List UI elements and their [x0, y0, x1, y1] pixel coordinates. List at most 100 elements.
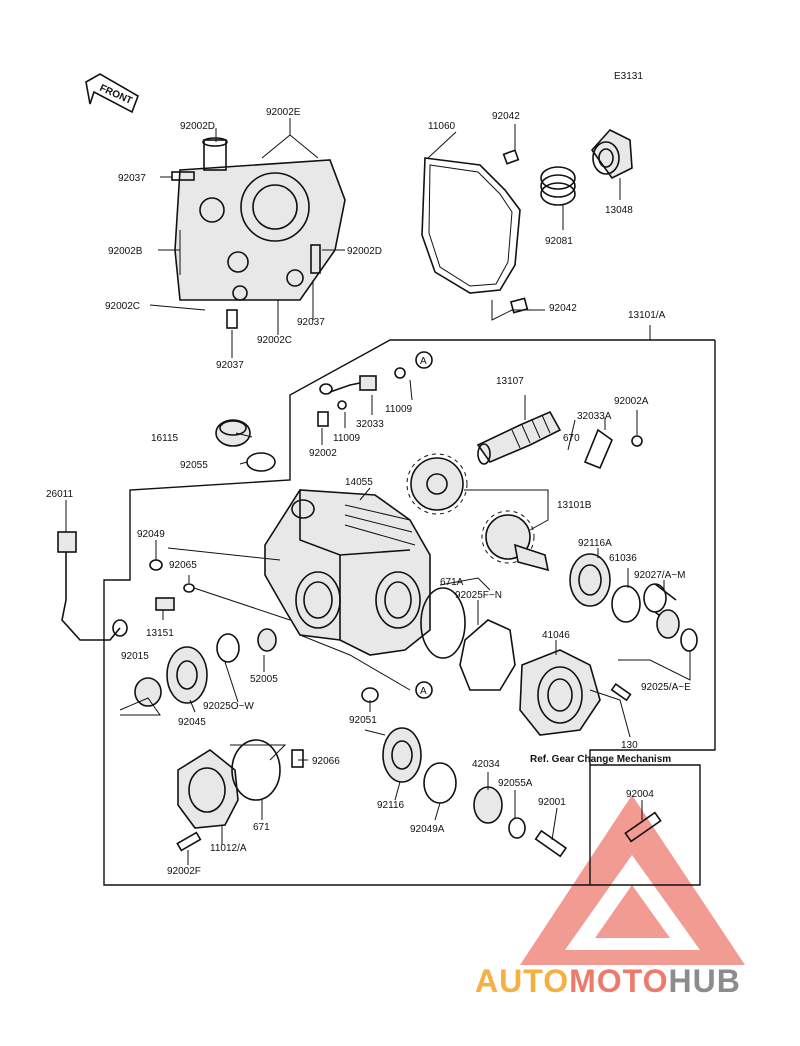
bearing-inner: [391, 740, 413, 770]
bearing-part: [569, 553, 611, 607]
svg-text:AUTOMOTOHUB: AUTOMOTOHUB: [475, 963, 741, 999]
gasket-ring-part: [420, 587, 466, 659]
watermark-auto: AUTO: [475, 963, 569, 999]
nut-part: [257, 628, 277, 652]
part-label: 16115: [151, 433, 179, 444]
part-label: 92001: [538, 797, 566, 808]
seal-part: [134, 677, 162, 707]
leader-lines: [65, 118, 691, 865]
part-label: 92002D: [180, 121, 215, 132]
part-label: 92002B: [108, 246, 143, 257]
part-label: 92049A: [410, 824, 445, 835]
bearing-part: [382, 727, 422, 783]
part-label: 92002C: [257, 335, 292, 346]
part-label: 92004: [626, 789, 654, 800]
bearing-inner: [176, 660, 198, 690]
bevel-gear-part: [481, 510, 550, 572]
part-label: 92015: [121, 651, 149, 662]
bearing-inner: [578, 564, 602, 596]
sensor-bracket-part: [317, 367, 406, 427]
shim-part: [611, 585, 641, 623]
bolt-part: [610, 683, 632, 702]
shim-part: [680, 628, 698, 652]
part-label: 92025/A~E: [641, 682, 691, 693]
part-label: 92037: [216, 360, 244, 371]
crankcase-cover-part: [171, 137, 346, 329]
part-label: 671: [253, 822, 270, 833]
shift-lever-part: [583, 428, 613, 470]
part-label: 42034: [472, 759, 500, 770]
part-label: 92002: [309, 448, 337, 459]
bearing-part: [473, 786, 503, 824]
part-label: 92042: [549, 303, 577, 314]
washer-part: [183, 583, 195, 593]
reference-mark-a-label: A: [420, 356, 427, 367]
part-label: 13101B: [557, 500, 592, 511]
final-gear-case-part: [519, 649, 601, 736]
assembly-frame: [103, 339, 716, 886]
part-label: 41046: [542, 630, 570, 641]
part-label: 13151: [146, 628, 174, 639]
cover-part: [177, 749, 239, 829]
bolt-part: [534, 829, 568, 858]
bolt-head-part: [149, 559, 163, 571]
switch-part: [155, 597, 175, 611]
reference-mark-a-label: A: [420, 686, 427, 697]
shim-part: [216, 633, 240, 663]
part-label: 92066: [312, 756, 340, 767]
part-label: 92065: [169, 560, 197, 571]
part-label: 13107: [496, 376, 524, 387]
part-label: 13101/A: [628, 310, 666, 321]
seal-part: [423, 762, 457, 804]
part-labels: 92002E 92002D 92037 92002B 92002D 92002C…: [46, 107, 691, 877]
part-label: 92025F~N: [455, 590, 502, 601]
part-label: 14055: [345, 477, 373, 488]
part-label: 130: [621, 740, 638, 751]
part-label: 92027/A~M: [634, 570, 685, 581]
part-label: 92042: [492, 111, 520, 122]
oil-cap-part: [215, 419, 251, 447]
watermark-triangle-icon: [520, 795, 745, 965]
o-ring-part: [246, 452, 276, 472]
diagram-code: E3131: [614, 71, 643, 82]
watermark-hub: HUB: [668, 963, 740, 999]
part-label: 92002C: [105, 301, 140, 312]
dowel-pin-part: [509, 297, 529, 314]
sensor-wire-part: [57, 531, 128, 641]
reference-mark-a: A: [415, 681, 433, 699]
bolt-part: [176, 831, 202, 852]
gearcase-housing-part: [264, 489, 431, 656]
o-ring-part: [231, 739, 281, 801]
coupling-part: [590, 129, 633, 180]
part-label: 26011: [46, 489, 74, 500]
reference-mark-a: A: [415, 351, 433, 369]
part-label: 92002A: [614, 396, 649, 407]
part-label: 92116A: [578, 538, 612, 549]
watermark-logo: AUTOMOTOHUB: [475, 963, 741, 999]
dowel-pin-part: [502, 149, 520, 165]
front-arrow-icon: FRONT: [85, 73, 139, 114]
part-label: 92002F: [167, 866, 201, 877]
part-label: 11060: [428, 121, 456, 132]
part-label: 92002D: [347, 246, 382, 257]
part-label: 671A: [440, 577, 464, 588]
part-label: 92045: [178, 717, 206, 728]
part-label: 11009: [333, 433, 361, 444]
part-label: 92051: [349, 715, 377, 726]
part-label: 92037: [118, 173, 146, 184]
part-label: 92002E: [266, 107, 301, 118]
part-label: 670: [563, 433, 580, 444]
sleeve-part: [643, 583, 680, 639]
part-label: 11009: [385, 404, 413, 415]
ring-gear-part: [406, 453, 468, 515]
gasket-plate-part: [459, 619, 516, 691]
watermark-moto: MOTO: [569, 963, 668, 999]
part-label: 11012/A: [210, 843, 247, 854]
part-label: 52005: [250, 674, 278, 685]
part-label: 13048: [605, 205, 633, 216]
part-label: 61036: [609, 553, 637, 564]
part-label: 92116: [377, 800, 405, 811]
o-ring-part: [508, 817, 526, 839]
pin-part: [624, 811, 662, 843]
